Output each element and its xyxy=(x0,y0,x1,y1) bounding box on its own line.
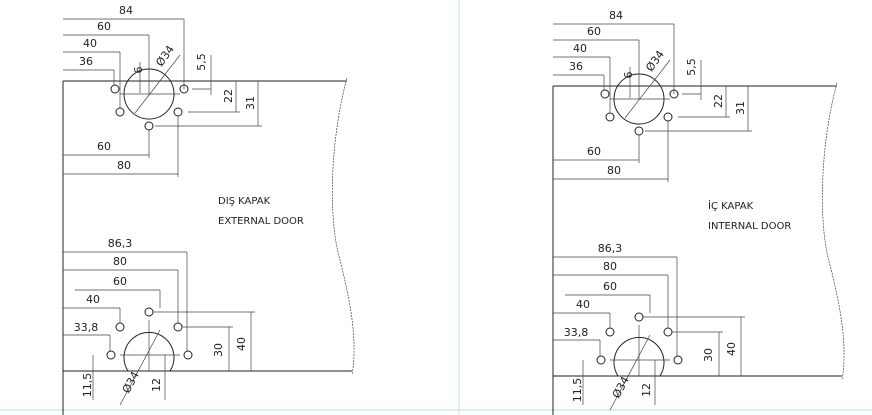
mounting-hole xyxy=(173,107,183,117)
dimension-label: 84 xyxy=(609,9,623,22)
dimension-label: EXTERNAL DOOR xyxy=(218,216,304,227)
dimension-label: 9 xyxy=(621,72,634,79)
dimension-label: INTERNAL DOOR xyxy=(708,221,791,232)
mounting-hole xyxy=(634,126,644,136)
mounting-hole xyxy=(106,350,116,360)
dimension-label: Ø34 xyxy=(120,369,142,395)
mounting-hole xyxy=(596,355,606,365)
dimension-label: 9 xyxy=(131,67,144,74)
mounting-hole xyxy=(600,89,610,99)
dimension-label: 33,8 xyxy=(74,321,99,334)
mounting-hole xyxy=(183,350,193,360)
mounting-hole xyxy=(115,322,125,332)
dimension-label: 40 xyxy=(573,42,587,55)
dimension-label: 11,5 xyxy=(81,373,94,398)
dimension-label: 36 xyxy=(569,60,583,73)
dimension-label: 12 xyxy=(640,383,653,397)
dimension-label: 33,8 xyxy=(564,326,589,339)
mounting-hole xyxy=(144,121,154,131)
dimension-line xyxy=(609,334,651,411)
door-break-line xyxy=(332,77,355,376)
dimension-label: 5,5 xyxy=(195,53,208,71)
dimension-label: 84 xyxy=(119,4,133,17)
dimension-label: 11,5 xyxy=(571,378,584,403)
dimension-label: 22 xyxy=(222,89,235,103)
dimension-label: 86,3 xyxy=(108,237,133,250)
dimension-line xyxy=(624,59,671,119)
dimension-label: 12 xyxy=(150,378,163,392)
dimension-label: 60 xyxy=(603,280,617,293)
dimension-label: 40 xyxy=(576,298,590,311)
dimension-line xyxy=(134,54,181,114)
dimension-label: 40 xyxy=(235,337,248,351)
mounting-hole xyxy=(663,327,673,337)
mounting-hole xyxy=(110,84,120,94)
door-break-line xyxy=(822,82,845,381)
dimension-label: Ø34 xyxy=(153,43,177,69)
dimension-label: İÇ KAPAK xyxy=(708,199,754,212)
dimension-label: 30 xyxy=(702,348,715,362)
dimension-label: 60 xyxy=(587,145,601,158)
dimension-label: 40 xyxy=(86,293,100,306)
dimension-line xyxy=(119,329,161,406)
mounting-hole xyxy=(605,327,615,337)
dimension-label: 80 xyxy=(607,164,621,177)
dimension-label: 22 xyxy=(712,94,725,108)
dimension-label: 86,3 xyxy=(598,242,623,255)
dimension-label: DIŞ KAPAK xyxy=(218,196,271,207)
dimension-label: Ø34 xyxy=(643,48,667,74)
dimension-label: 80 xyxy=(603,260,617,273)
dimension-label: 60 xyxy=(587,25,601,38)
mounting-hole xyxy=(634,312,644,322)
dimension-label: 40 xyxy=(83,37,97,50)
dimension-label: 60 xyxy=(113,275,127,288)
mounting-hole xyxy=(173,322,183,332)
dimension-label: 5,5 xyxy=(685,58,698,76)
dimension-label: 60 xyxy=(97,140,111,153)
dimension-label: 80 xyxy=(117,159,131,172)
dimension-label: 80 xyxy=(113,255,127,268)
dimension-label: Ø34 xyxy=(610,374,632,400)
dimension-label: 36 xyxy=(79,55,93,68)
mounting-hole xyxy=(144,307,154,317)
mounting-hole xyxy=(673,355,683,365)
dimension-label: 31 xyxy=(244,96,257,110)
mounting-hole xyxy=(663,112,673,122)
dimension-label: 40 xyxy=(725,342,738,356)
mounting-hole xyxy=(115,107,125,117)
mounting-hole xyxy=(605,112,615,122)
dimension-label: 60 xyxy=(97,20,111,33)
dimension-label: 30 xyxy=(212,343,225,357)
dimension-label: 31 xyxy=(734,101,747,115)
